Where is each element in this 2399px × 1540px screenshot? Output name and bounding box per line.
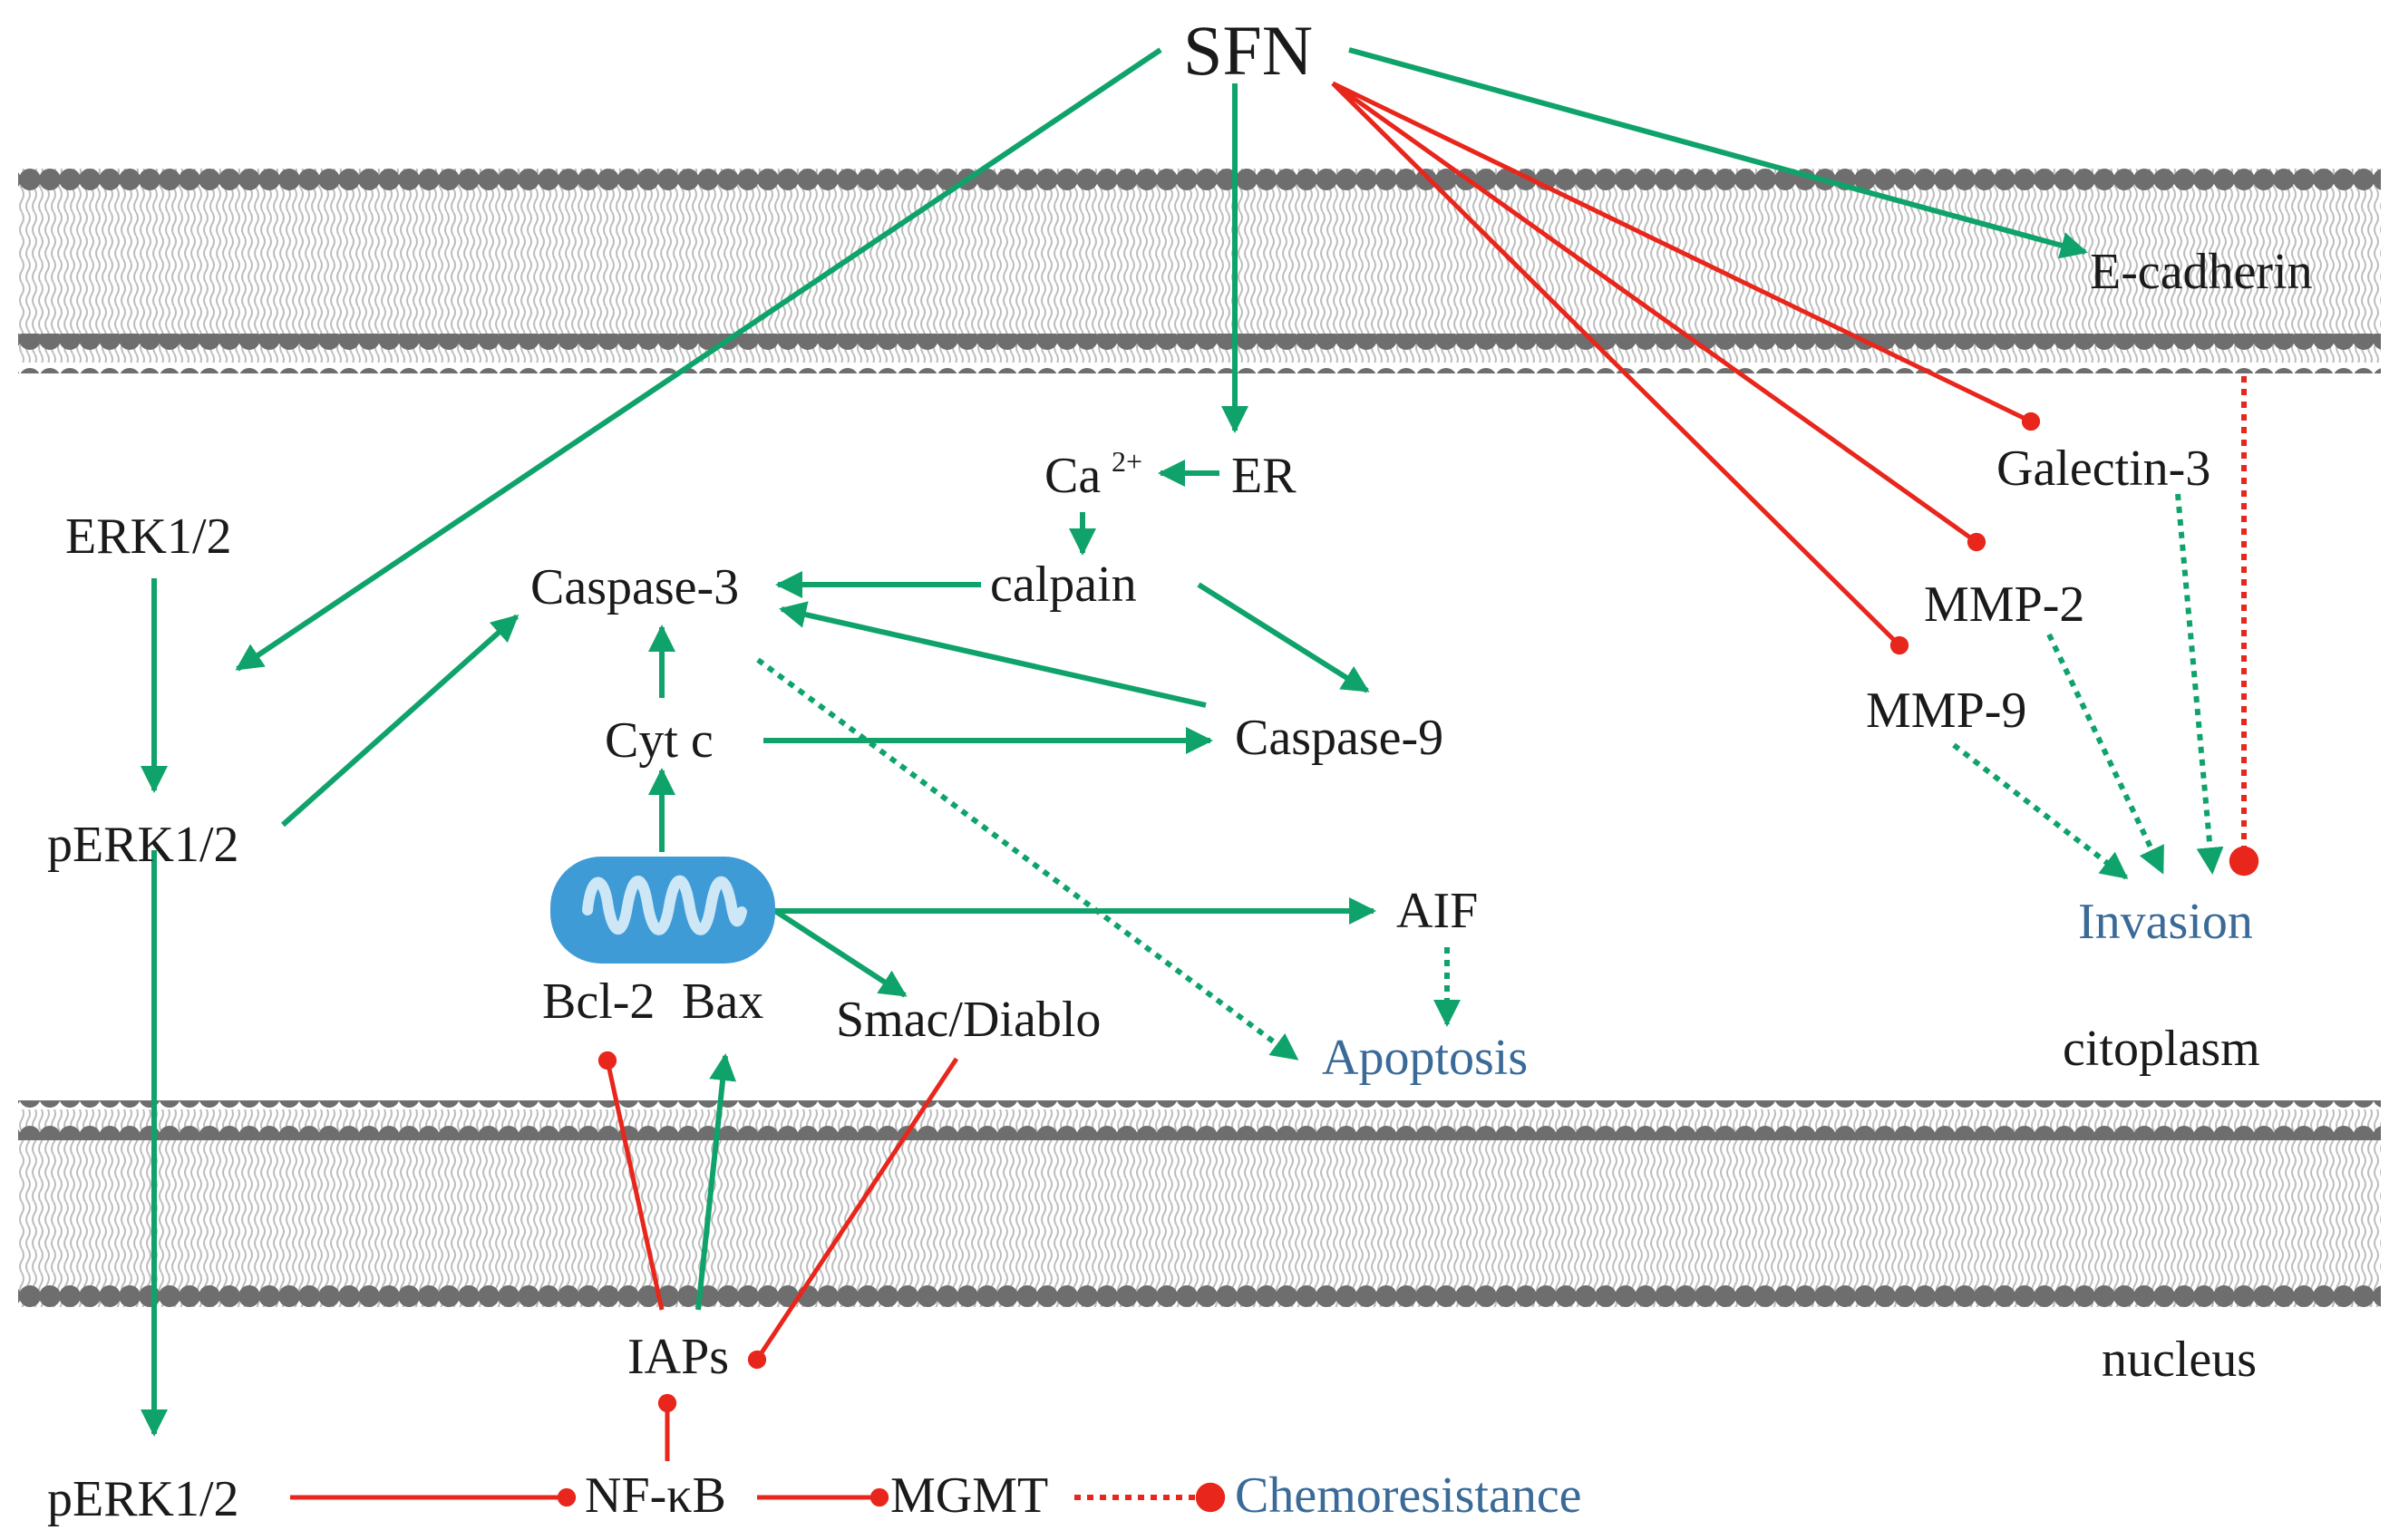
calpain-label: calpain — [990, 557, 1137, 613]
nuclear-membrane — [18, 1100, 2381, 1318]
erk12-label: ERK1/2 — [65, 508, 232, 565]
mmp9-to-invasion-arrow — [1952, 742, 2129, 880]
nf-kb-label: NF-κB — [585, 1467, 726, 1524]
iaps-inhibit-bcl2 — [597, 1051, 665, 1311]
mgmt-label: MGMT — [890, 1467, 1048, 1524]
sfn-inhibits-mmp2 — [1331, 81, 1986, 552]
e-cadherin-label: E-cadherin — [2090, 244, 2313, 300]
sfn-label: SFN — [1183, 11, 1313, 90]
caspase-9-label: Caspase-9 — [1235, 710, 1443, 766]
mmp-9-label: MMP-9 — [1866, 683, 2026, 739]
galectin-to-invasion-arrow — [2175, 493, 2224, 875]
perk12-label: pERK1/2 — [47, 817, 239, 873]
chemoresistance-label: Chemoresistance — [1235, 1467, 1582, 1524]
invasion-label: Invasion — [2078, 894, 2253, 950]
inhibition-lines — [290, 81, 2041, 1507]
calpain-to-caspase9-arrow — [1197, 582, 1370, 693]
sfn-to-ecadherin-arrow — [1348, 47, 2088, 259]
labels: SFN E-cadherin Ca 2+ ER Galectin-3 ERK1/… — [47, 11, 2313, 1527]
ca-label: Ca — [1044, 448, 1101, 504]
galectin-3-label: Galectin-3 — [1996, 441, 2210, 497]
dotted-activation-arrows — [756, 493, 2224, 1061]
ca-superscript: 2+ — [1112, 445, 1142, 478]
er-label: ER — [1231, 448, 1297, 504]
dotted-inhibition-lines — [1074, 376, 2259, 1513]
caspase-3-label: Caspase-3 — [530, 559, 739, 615]
mitochondrion-icon — [550, 857, 775, 964]
bcl-2-label: Bcl-2 — [542, 973, 655, 1030]
sfn-inhibits-mmp9 — [1331, 82, 1909, 655]
nuclear-perk12-label: pERK1/2 — [47, 1471, 239, 1527]
citoplasm-label: citoplasm — [2063, 1021, 2260, 1077]
cyt-c-label: Cyt c — [605, 712, 714, 769]
mito-to-smac-arrow — [773, 908, 908, 998]
smac-inhibits-iaps — [747, 1057, 959, 1370]
sfn-inhibits-galectin3 — [1331, 81, 2041, 431]
caspase3-to-apoptosis-arrow — [756, 657, 1299, 1061]
sfn-to-perk-arrow — [235, 47, 1162, 672]
mmp-2-label: MMP-2 — [1924, 576, 2084, 633]
iaps-to-bax-arrow — [695, 1053, 737, 1311]
mmp2-to-invasion-arrow — [2046, 633, 2165, 875]
perk-to-caspase3-arrow — [281, 614, 520, 828]
upper-membrane — [18, 167, 2381, 373]
iaps-label: IAPs — [627, 1329, 729, 1385]
aif-label: AIF — [1396, 883, 1478, 939]
smac-diablo-label: Smac/Diablo — [836, 992, 1101, 1048]
activation-arrows — [141, 47, 2088, 1437]
apoptosis-label: Apoptosis — [1322, 1030, 1528, 1086]
nucleus-label: nucleus — [2102, 1332, 2257, 1388]
bax-label: Bax — [682, 973, 763, 1030]
caspase9-to-caspase3-arrow — [779, 601, 1207, 708]
